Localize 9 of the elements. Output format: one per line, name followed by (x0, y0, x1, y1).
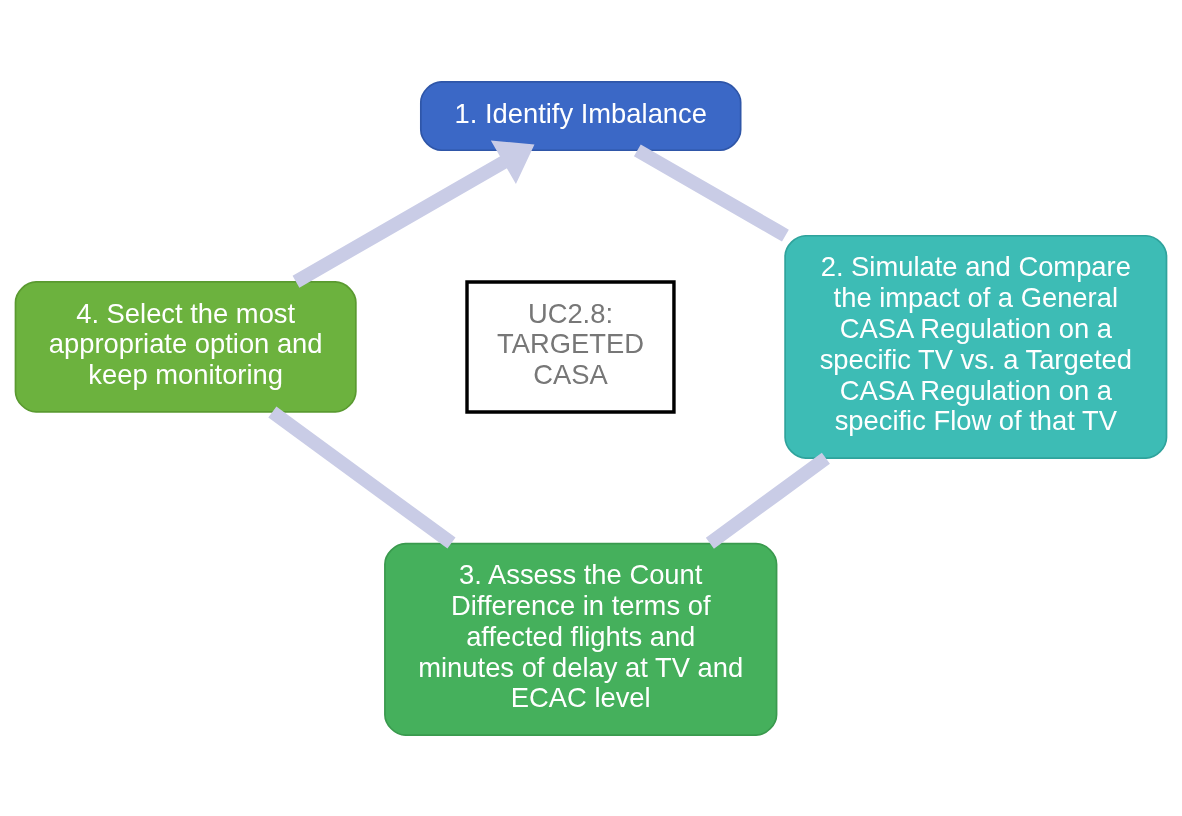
node-box: 3. Assess the Count Difference in terms of affected flights and minutes of delay at TV and ECAC level (384, 542, 778, 736)
node-box: 4. Select the most appropriate option and keep monitoring (14, 280, 357, 413)
connector (633, 143, 789, 241)
node-box: 1. Identify Imbalance (419, 80, 742, 151)
node-box: 2. Simulate and Compare the impact of a General CASA Regulation on a specific TV vs. a Targeted CASA Regulation on a specific Flow of that TV (784, 234, 1168, 459)
connector (268, 406, 456, 549)
node-box: UC2.8: TARGETED CASA (465, 279, 676, 414)
arrow (292, 140, 535, 288)
connector (705, 452, 830, 549)
